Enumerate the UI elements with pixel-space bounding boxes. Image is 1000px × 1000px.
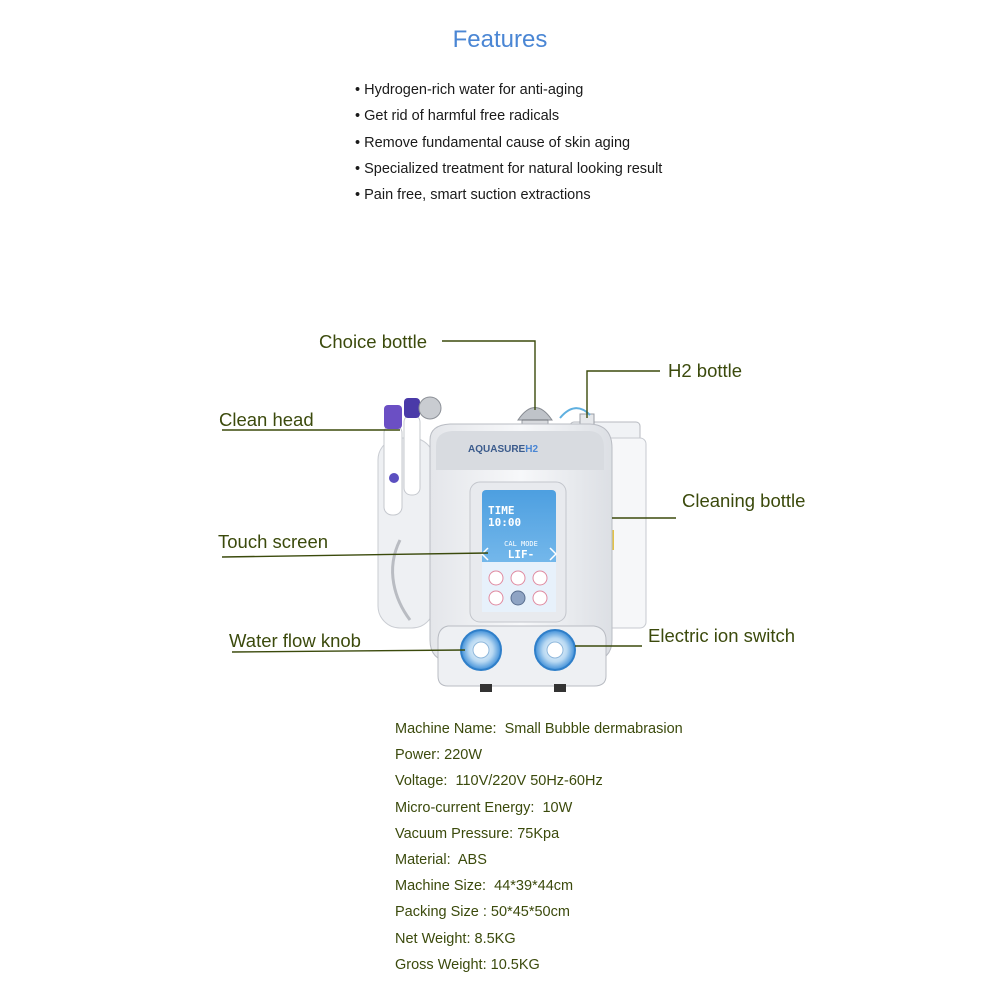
feature-item: Get rid of harmful free radicals (355, 106, 662, 132)
callout-water-flow-knob: Water flow knob (229, 630, 361, 651)
spec-list: Machine Name: Small Bubble dermabrasion … (395, 719, 683, 981)
choice-bottle (517, 407, 553, 439)
callout-cleaning-bottle: Cleaning bottle (682, 490, 806, 511)
callout-h2-bottle: H2 bottle (668, 360, 743, 381)
spec-row: Power: 220W (395, 747, 483, 764)
spec-row: Net Weight: 8.5KG (395, 930, 516, 947)
callout-clean-head: Clean head (219, 409, 314, 430)
callout-electric-ion-switch: Electric ion switch (648, 625, 796, 646)
spec-row: Vacuum Pressure: 75Kpa (395, 825, 560, 842)
spec-row: Gross Weight: 10.5KG (395, 956, 540, 973)
callout-touch-screen: Touch screen (218, 531, 329, 552)
device-base (437, 625, 607, 692)
feature-item: Hydrogen-rich water for anti-aging (355, 80, 662, 106)
feature-item: Pain free, smart suction extractions (355, 185, 662, 211)
water-flow-knob[interactable] (460, 629, 502, 671)
callout-choice-bottle: Choice bottle (319, 331, 427, 352)
spec-row: Packing Size : 50*45*50cm (395, 904, 570, 921)
h2-bottle (559, 407, 641, 445)
electric-ion-switch[interactable] (534, 629, 576, 671)
leader-lines (221, 340, 676, 653)
spec-row: Machine Name: Small Bubble dermabrasion (395, 721, 683, 737)
spec-row: Machine Size: 44*39*44cm (395, 878, 574, 895)
handpiece-holder (377, 396, 442, 629)
features-list: Hydrogen-rich water for anti-aging Get r… (355, 80, 662, 211)
spec-row: Material: ABS (395, 851, 487, 868)
device-brand-logo: AQUASUREH2 (468, 444, 539, 455)
cleaning-bottle (595, 437, 647, 629)
page-title: Features (452, 26, 548, 53)
screen-mode: CAL MODE LIF- (504, 540, 538, 561)
screen-time: TIME 10:00 (488, 504, 522, 529)
feature-item: Specialized treatment for natural lookin… (355, 159, 662, 185)
spec-row: Micro-current Energy: 10W (395, 799, 573, 816)
feature-item: Remove fundamental cause of skin aging (355, 133, 662, 159)
spec-row: Voltage: 110V/220V 50Hz-60Hz (395, 773, 603, 790)
